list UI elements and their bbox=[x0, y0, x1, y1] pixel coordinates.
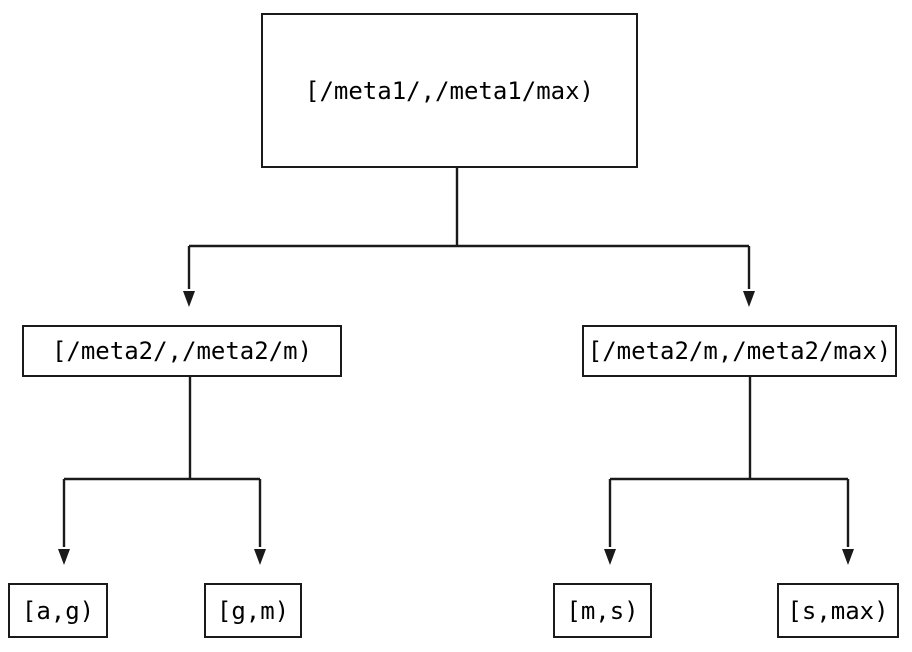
tree-node-leaf-a-g: [a,g) bbox=[8, 583, 108, 638]
tree-node-label: [s,max) bbox=[787, 596, 889, 625]
arrowhead-down-icon bbox=[842, 549, 854, 565]
tree-node-meta2-high: [/meta2/m,/meta2/max) bbox=[582, 325, 897, 377]
edge-meta2-low-to-leaves bbox=[58, 377, 266, 565]
arrowhead-down-icon bbox=[183, 291, 195, 307]
tree-node-label: [m,s) bbox=[566, 596, 639, 625]
arrowhead-down-icon bbox=[254, 549, 266, 565]
tree-node-label: [/meta2/,/meta2/m) bbox=[51, 337, 313, 365]
tree-node-label: [g,m) bbox=[216, 596, 290, 625]
edge-meta2-high-to-leaves bbox=[604, 377, 854, 565]
tree-node-meta2-low: [/meta2/,/meta2/m) bbox=[22, 325, 342, 377]
tree-node-root: [/meta1/,/meta1/max) bbox=[261, 13, 638, 168]
tree-node-leaf-s-max: [s,max) bbox=[777, 583, 899, 638]
tree-node-label: [/meta2/m,/meta2/max) bbox=[587, 337, 892, 365]
tree-node-label: [a,g) bbox=[21, 596, 95, 625]
arrowhead-down-icon bbox=[58, 549, 70, 565]
arrowhead-down-icon bbox=[743, 291, 755, 307]
edge-root-to-children bbox=[183, 168, 755, 307]
arrowhead-down-icon bbox=[604, 549, 616, 565]
tree-node-label: [/meta1/,/meta1/max) bbox=[305, 76, 594, 105]
tree-node-leaf-g-m: [g,m) bbox=[204, 583, 302, 638]
tree-node-leaf-m-s: [m,s) bbox=[553, 583, 652, 638]
